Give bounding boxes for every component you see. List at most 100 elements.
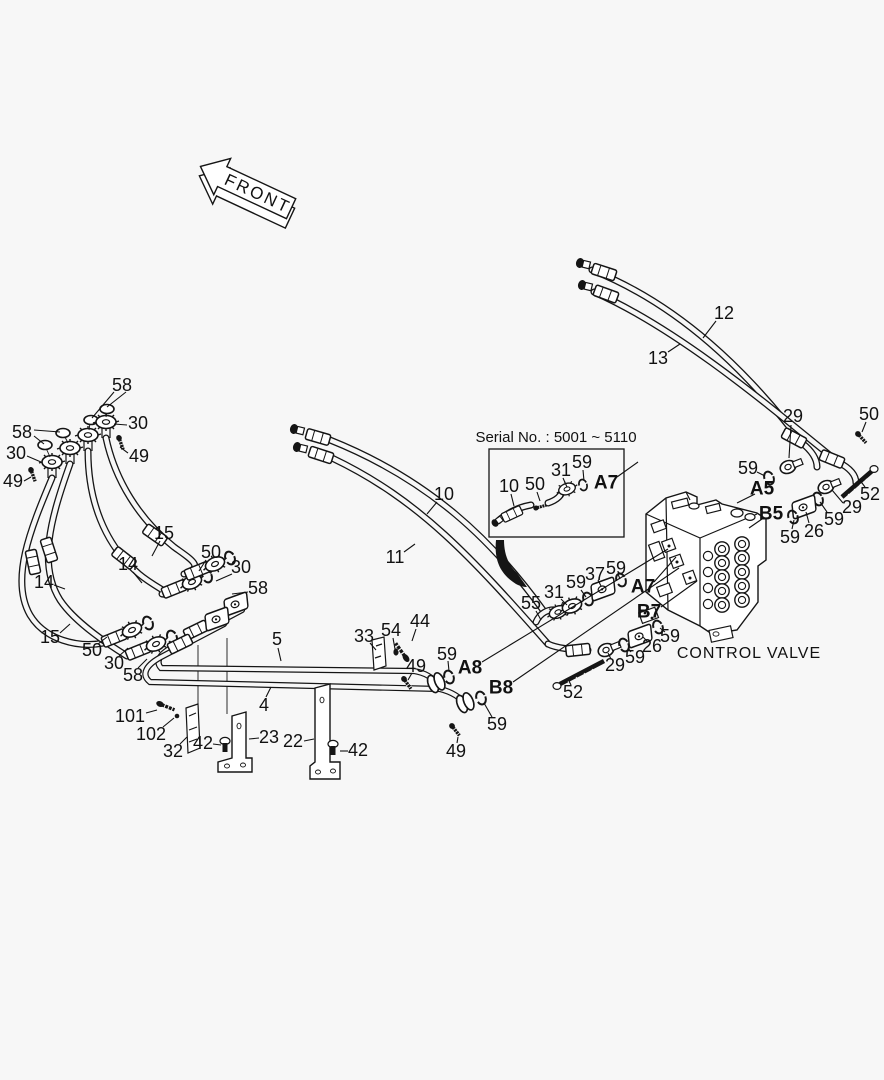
leader-line <box>91 391 115 419</box>
callout-B5: B5 <box>759 504 784 525</box>
callout-B7: B7 <box>637 602 661 623</box>
callout-49: 49 <box>446 741 466 761</box>
bracket-22 <box>309 683 341 780</box>
leader-line <box>659 627 666 633</box>
hose-top-fitting <box>92 403 120 438</box>
hose-ferrule <box>39 536 59 564</box>
callout-14: 14 <box>34 572 54 592</box>
fitting-chain-a7-b7 <box>532 571 666 690</box>
bolt-49 <box>447 721 462 738</box>
banjo-eye-29 <box>777 454 806 477</box>
serial-box-title: Serial No. : 5001 ~ 5110 <box>475 429 636 446</box>
leader-line <box>560 598 568 606</box>
hose-ferrule <box>592 283 620 305</box>
leader-line <box>861 421 867 433</box>
leader-line <box>627 647 632 653</box>
clamp-33-group <box>371 636 412 671</box>
leader-line <box>736 493 756 504</box>
leader-line <box>265 686 272 698</box>
leader-line <box>535 610 542 621</box>
callout-29: 29 <box>605 655 625 675</box>
leader-line <box>33 435 45 445</box>
front-arrow: FRONT <box>198 157 297 230</box>
leader-line <box>411 628 417 642</box>
callout-15: 15 <box>40 627 60 647</box>
leader-line <box>858 478 866 488</box>
leader-line <box>702 320 717 339</box>
leader-line <box>642 636 648 642</box>
clamp-32-group <box>154 699 201 754</box>
valve-top-details <box>670 497 756 521</box>
leader-line <box>597 579 602 587</box>
callout-33: 33 <box>354 626 374 646</box>
callout-58: 58 <box>112 375 132 395</box>
leader-line <box>481 548 669 663</box>
hose-elbow-chain <box>160 549 238 600</box>
leader-line <box>118 647 129 657</box>
callout-15: 15 <box>154 523 174 543</box>
leader-line <box>137 658 148 669</box>
callout-A5: A5 <box>750 479 775 500</box>
callout-23: 23 <box>259 727 279 747</box>
callout-A7: A7 <box>594 473 618 494</box>
fitting-chain-a5-b5 <box>761 426 879 526</box>
hose-top-fitting <box>74 414 102 451</box>
hose-ferrule <box>304 427 332 447</box>
callout-A8: A8 <box>458 658 482 679</box>
leader-line <box>748 518 763 529</box>
callout-29: 29 <box>842 497 862 517</box>
callout-5: 5 <box>272 629 282 649</box>
leader-line <box>212 743 222 746</box>
leader-line <box>119 446 129 454</box>
inset-pointer-arrow <box>495 540 527 587</box>
bolt-49 <box>26 465 39 483</box>
leader-line <box>392 637 396 650</box>
callout-50: 50 <box>82 640 102 660</box>
leader-line <box>407 672 413 681</box>
callout-32: 32 <box>163 741 183 761</box>
bolt-101 <box>154 699 177 713</box>
callout-22: 22 <box>283 731 303 751</box>
callout-59: 59 <box>566 572 586 592</box>
callout-59: 59 <box>780 527 800 547</box>
leader-line <box>179 736 188 745</box>
callout-55: 55 <box>521 593 541 613</box>
leader-line <box>831 489 844 504</box>
valve-ports <box>702 536 750 613</box>
callout-59: 59 <box>487 714 507 734</box>
port-block-26 <box>787 493 821 521</box>
leader-line <box>369 642 377 651</box>
callout-50: 50 <box>525 474 545 494</box>
leader-line <box>162 717 175 728</box>
washer-102 <box>174 713 180 719</box>
leader-line <box>512 567 680 683</box>
leader-line <box>660 580 698 608</box>
hose-end-cap <box>291 440 309 455</box>
callout-59: 59 <box>660 626 680 646</box>
leader-line <box>567 678 572 686</box>
hose-end-cap <box>288 422 306 437</box>
bolt-50 <box>853 429 869 446</box>
leader-line <box>145 709 158 714</box>
callout-101: 101 <box>115 706 145 726</box>
bolt-52 <box>552 658 606 690</box>
control-valve <box>638 491 767 643</box>
hose-12-13 <box>574 256 842 466</box>
leader-line <box>447 660 450 672</box>
leader-line <box>510 493 515 507</box>
leader-line <box>819 501 828 513</box>
serial-box: Serial No. : 5001 ~ 5110 <box>475 429 637 587</box>
leader-line <box>805 511 810 524</box>
o-ring-59 <box>473 689 489 707</box>
callout-59: 59 <box>824 509 844 529</box>
hose-end-cap <box>574 256 592 271</box>
leader-line <box>97 636 108 645</box>
pipe-assembly <box>142 590 489 738</box>
leader-line <box>426 501 438 515</box>
hose-top-fitting <box>37 439 66 478</box>
callout-58: 58 <box>123 665 143 685</box>
callout-13: 13 <box>648 348 668 368</box>
leader-line <box>617 573 621 580</box>
callout-50: 50 <box>859 404 879 424</box>
